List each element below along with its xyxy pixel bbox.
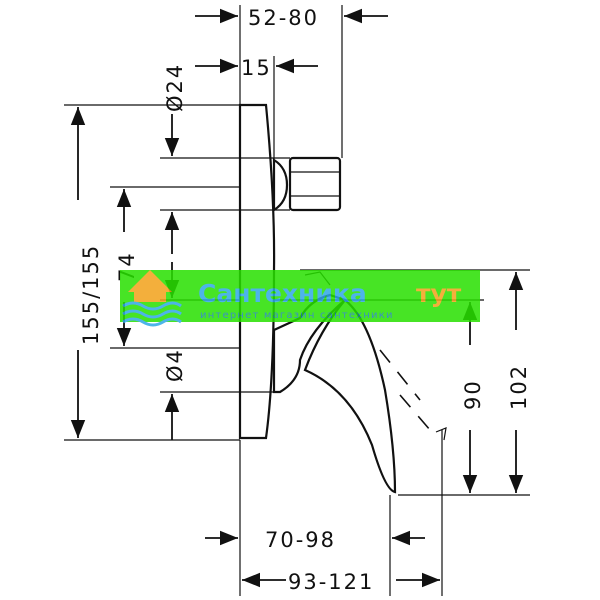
dim-right-outer: 102	[300, 269, 531, 496]
dim-top-width: 52-80	[195, 5, 388, 158]
dim-diameter-bottom-label: Ø4	[163, 348, 187, 382]
watermark: Сантехника тут интернет магазин сантехни…	[120, 270, 480, 327]
dim-height-total-label: 155/155	[79, 244, 103, 345]
watermark-subtitle: интернет магазин сантехники	[200, 310, 394, 321]
dim-top-offset-label: 15	[241, 56, 272, 80]
watermark-title-accent: тут	[416, 279, 462, 308]
dim-diameter-bottom: Ø4	[160, 262, 280, 440]
dim-bottom-outer: 93-121	[242, 430, 443, 596]
dim-top-width-label: 52-80	[248, 6, 319, 30]
diverter-knob	[272, 156, 342, 212]
dim-bottom-outer-label: 93-121	[288, 570, 374, 594]
dim-diameter-top-label: Ø24	[163, 63, 187, 112]
dim-bottom-inner-label: 70-98	[265, 528, 336, 552]
dim-height-inner: 74	[110, 186, 240, 349]
watermark-title: Сантехника	[198, 279, 367, 308]
dim-diameter-top: Ø24	[160, 63, 290, 254]
dim-height-total: 155/155	[64, 104, 240, 441]
dim-right-outer-label: 102	[507, 364, 531, 410]
dim-right-inner-label: 90	[461, 379, 485, 410]
dim-top-offset: 15	[195, 56, 318, 160]
house-logo-icon	[122, 270, 182, 327]
dim-bottom-inner: 70-98	[205, 440, 425, 596]
